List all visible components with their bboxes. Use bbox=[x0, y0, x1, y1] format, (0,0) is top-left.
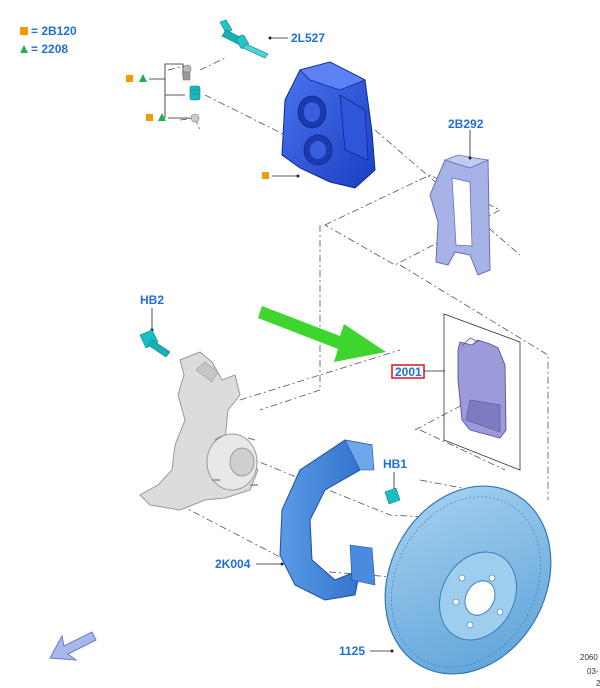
steering-knuckle bbox=[139, 351, 259, 511]
bleed-marker-icon bbox=[139, 74, 147, 82]
label-2l527[interactable]: 2L527 bbox=[291, 31, 325, 45]
label-hb2[interactable]: HB2 bbox=[140, 293, 164, 307]
caliper-bracket-2b292[interactable] bbox=[429, 130, 491, 276]
bleed-screw-2l527[interactable] bbox=[219, 19, 288, 59]
label-2001-highlight bbox=[391, 364, 425, 379]
bolt-hb2[interactable] bbox=[139, 308, 171, 358]
label-1125[interactable]: 1125 bbox=[339, 644, 365, 658]
label-hb1[interactable]: HB1 bbox=[383, 457, 407, 471]
highlight-arrow-icon bbox=[258, 306, 386, 362]
legend-item-bleed: = 2208 bbox=[31, 42, 68, 56]
dust-shield-2k004[interactable] bbox=[256, 439, 376, 601]
bolt-hb1[interactable] bbox=[384, 472, 401, 505]
bleed-marker-2-icon bbox=[158, 113, 166, 121]
footer-code-2: 03- bbox=[587, 667, 599, 676]
legend-triangle-icon bbox=[20, 45, 28, 53]
label-2b292[interactable]: 2B292 bbox=[448, 117, 484, 131]
legend-item-caliper: = 2B120 bbox=[31, 24, 77, 38]
label-2k004[interactable]: 2K004 bbox=[215, 557, 251, 571]
label-2001[interactable]: 2001 bbox=[395, 365, 422, 379]
bleed-valve-parts bbox=[126, 63, 201, 123]
brake-caliper[interactable] bbox=[262, 61, 376, 189]
brake-pads-2001[interactable] bbox=[443, 313, 521, 471]
legend: = 2B120 = 2208 bbox=[20, 24, 77, 56]
caliper-marker-2-icon bbox=[146, 114, 153, 121]
caliper-marker-icon bbox=[126, 75, 133, 82]
legend-square-icon bbox=[20, 27, 28, 35]
brake-rotor-1125[interactable] bbox=[353, 457, 583, 688]
footer-code-3: 2 bbox=[596, 679, 600, 688]
back-arrow-icon[interactable] bbox=[49, 631, 97, 661]
footer-code-1: 2060 bbox=[580, 653, 598, 662]
caliper-marker-3-icon bbox=[262, 172, 269, 179]
